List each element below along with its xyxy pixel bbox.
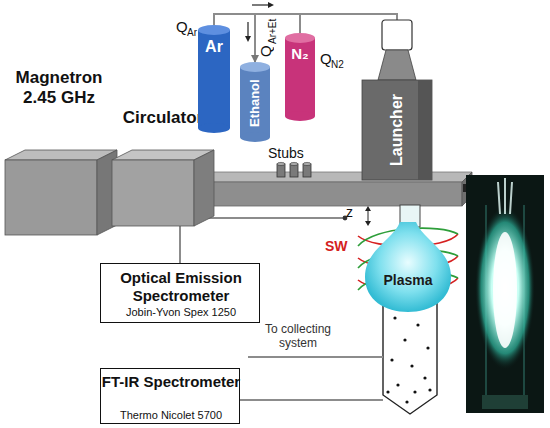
flow-subscript: Ar+Et (267, 17, 279, 45)
nitrogen-cylinder: N₂ (285, 33, 315, 121)
dimension-label: z (346, 204, 353, 221)
tuning-stubs (277, 162, 311, 177)
node-title: N₂ (285, 45, 315, 63)
flow-symbol: Q (258, 44, 274, 58)
node-subtitle: Jobin-Yvon Spex 1250 (101, 306, 261, 319)
node-title: Launcher (362, 82, 432, 178)
node-title: Magnetron 2.45 GHz (5, 68, 113, 109)
node-title: Ar (198, 37, 230, 56)
launcher: Launcher (362, 20, 432, 180)
spectrometer-box: FT-IR SpectrometerThermo Nicolet 5700 (100, 368, 240, 424)
flow-subscript: Ar (187, 27, 197, 39)
magnetron-box: Magnetron 2.45 GHz (5, 68, 119, 238)
argon-cylinder: Ar (198, 25, 230, 133)
flow-symbol: Q (320, 50, 332, 68)
plasma-bulb: Plasma (365, 222, 451, 312)
node-subtitle: Thermo Nicolet 5700 (101, 409, 241, 422)
node-title: Ethanol (240, 70, 270, 136)
ethanol-cylinder: Ethanol (240, 62, 270, 142)
node-title: FT-IR Spectrometer (101, 373, 241, 391)
gas-line (214, 14, 397, 25)
spectrometer-box: Optical Emission SpectrometerJobin-Yvon … (100, 263, 260, 323)
node-title: Optical Emission Spectrometer (101, 269, 261, 305)
plasma-bulb-shape (365, 222, 451, 312)
note-label: To collecting system (250, 322, 346, 351)
z-dimension (365, 206, 371, 226)
node-title: Plasma (365, 272, 451, 289)
part-label: Stubs (268, 145, 304, 162)
plasma-photo (466, 175, 544, 413)
wave-label: SW (325, 238, 348, 255)
flow-subscript: N2 (331, 59, 344, 71)
flow-symbol: Q (176, 18, 188, 36)
